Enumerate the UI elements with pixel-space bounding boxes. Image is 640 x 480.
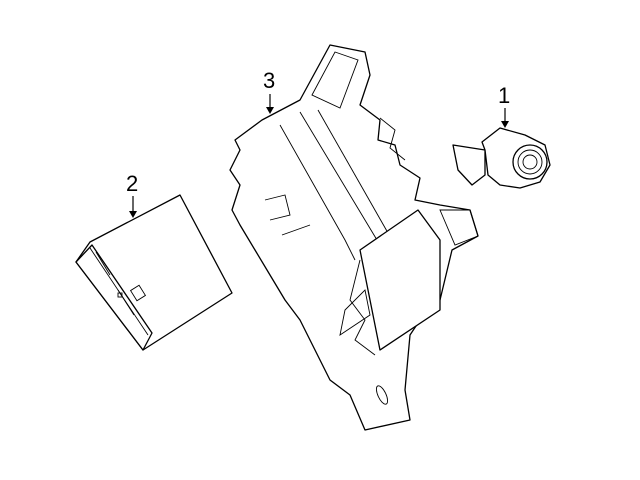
part-1-parking-sensor[interactable]: [452, 127, 551, 189]
part-3-mounting-bracket[interactable]: [229, 44, 479, 431]
part-2-control-module[interactable]: [75, 194, 233, 351]
callout-arrow-2: [129, 196, 137, 218]
callout-arrow-1: [501, 108, 509, 128]
callout-number-1: 1: [498, 83, 511, 108]
callout-arrow-3: [266, 94, 274, 114]
callout-number-3: 3: [263, 68, 276, 93]
callout-number-2: 2: [126, 171, 139, 196]
